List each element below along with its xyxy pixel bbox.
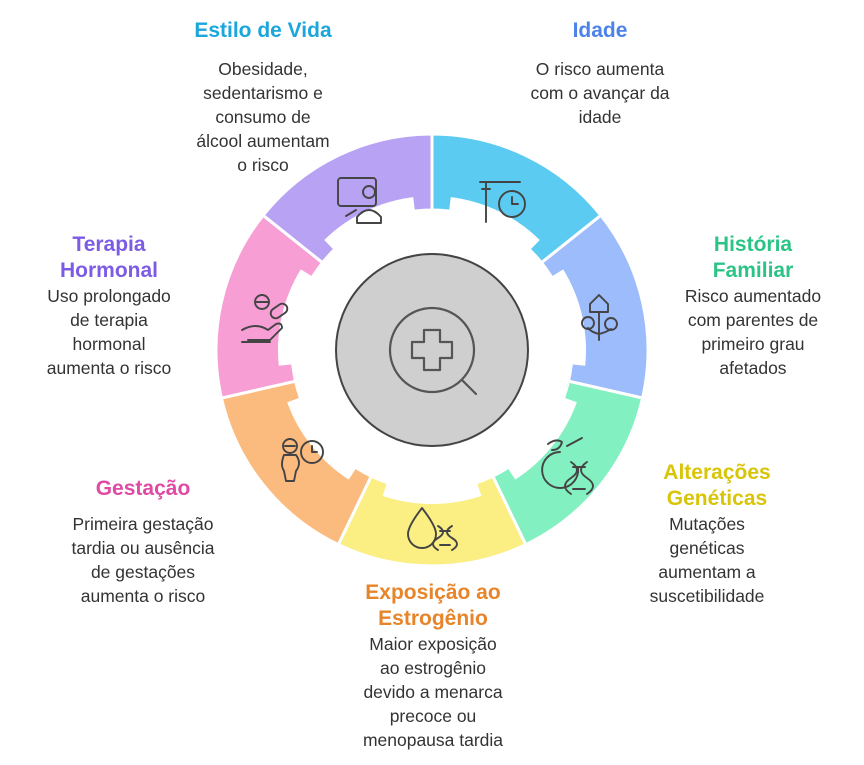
age-clock-icon (479, 181, 526, 223)
desc-gestacao: Primeira gestação tardia ou ausência de … (71, 514, 215, 606)
title-alteracoes: Alterações Genéticas (663, 461, 771, 510)
medical-search-icon (388, 306, 478, 396)
desc-alteracoes: Mutações genéticas aumentam a suscetibil… (649, 514, 765, 606)
title-idade: Idade (572, 19, 628, 42)
center-hub (335, 253, 529, 447)
notch-terapia (324, 197, 419, 271)
notch-historia (492, 388, 577, 480)
notch-exposicao (287, 388, 372, 480)
estrogen-drop-icon (407, 507, 458, 551)
desc-terapia: Uso prolongado de terapia hormonal aumen… (46, 286, 172, 378)
notch-gestacao (278, 269, 337, 366)
dna-icon (541, 437, 594, 495)
title-historia: História Familiar (712, 233, 794, 282)
title-terapia: Terapia Hormonal (59, 233, 158, 282)
notch-estilo (445, 197, 540, 271)
desc-idade: O risco aumenta com o avançar da idade (530, 59, 670, 127)
pregnancy-clock-icon (281, 438, 324, 482)
family-tree-icon (581, 294, 618, 341)
lifestyle-icon (337, 177, 382, 224)
notch-idade (527, 269, 587, 366)
title-estilo: Estilo de Vida (194, 19, 332, 42)
desc-exposicao: Maior exposição ao estrogênio devido a m… (362, 634, 504, 750)
desc-estilo: Obesidade, sedentarismo e consumo de álc… (196, 59, 330, 175)
hormone-pill-icon (241, 294, 289, 343)
title-exposicao: Exposição ao Estrogênio (365, 581, 501, 630)
title-gestacao: Gestação (95, 477, 191, 500)
desc-historia: Risco aumentado com parentes de primeiro… (684, 286, 822, 378)
notch-alteracoes (382, 456, 482, 504)
